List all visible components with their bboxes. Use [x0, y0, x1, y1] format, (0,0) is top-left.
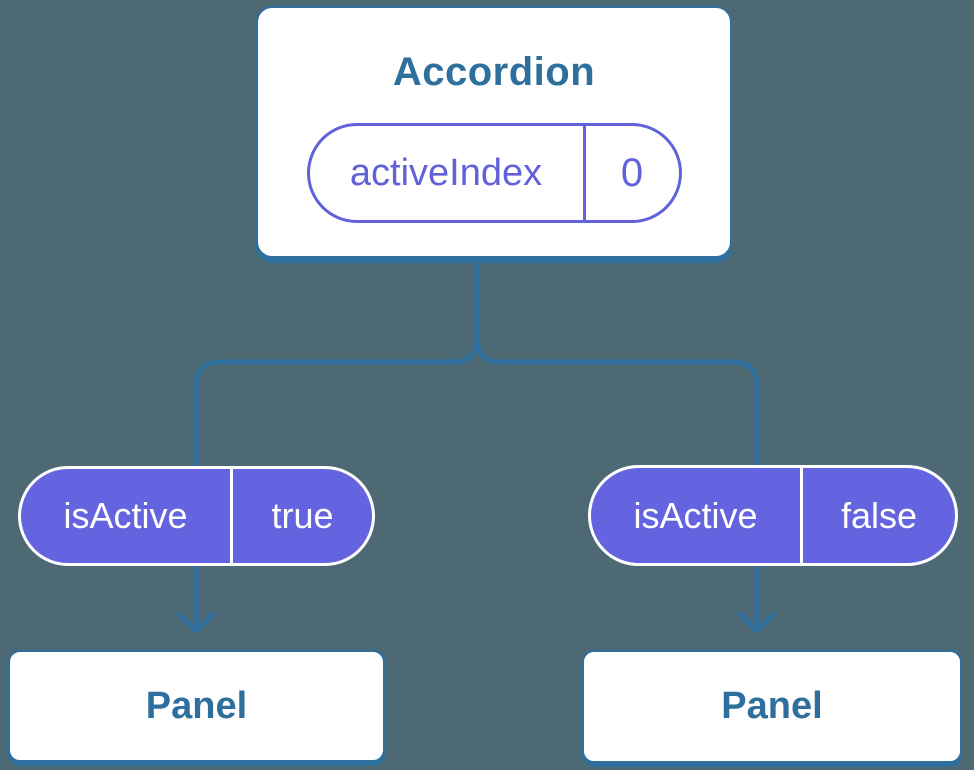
prop-name-label: activeIndex: [310, 126, 586, 220]
prop-value-label: 0: [620, 150, 644, 195]
accordion-node: Accordion activeIndex 0: [256, 6, 732, 258]
panel-node-title: Panel: [145, 684, 248, 727]
panel-node-title: Panel: [721, 685, 823, 727]
branch-left-line: [193, 258, 480, 628]
state-pill-isactive-true: isActive true: [18, 466, 375, 566]
panel-node-left: Panel: [8, 650, 385, 762]
state-name-label: isActive: [21, 469, 233, 563]
state-value-label: false: [840, 494, 918, 536]
branch-right-line: [474, 258, 760, 628]
arrow-down-icon: [176, 611, 216, 634]
state-name-label: isActive: [591, 468, 803, 563]
arrow-down-icon: [737, 611, 777, 634]
panel-node-right: Panel: [582, 650, 962, 763]
prop-pill-activeindex: activeIndex 0: [306, 123, 682, 223]
accordion-node-title: Accordion: [392, 50, 596, 94]
state-value-label: true: [271, 495, 334, 536]
state-pill-isactive-false: isActive false: [588, 465, 958, 566]
